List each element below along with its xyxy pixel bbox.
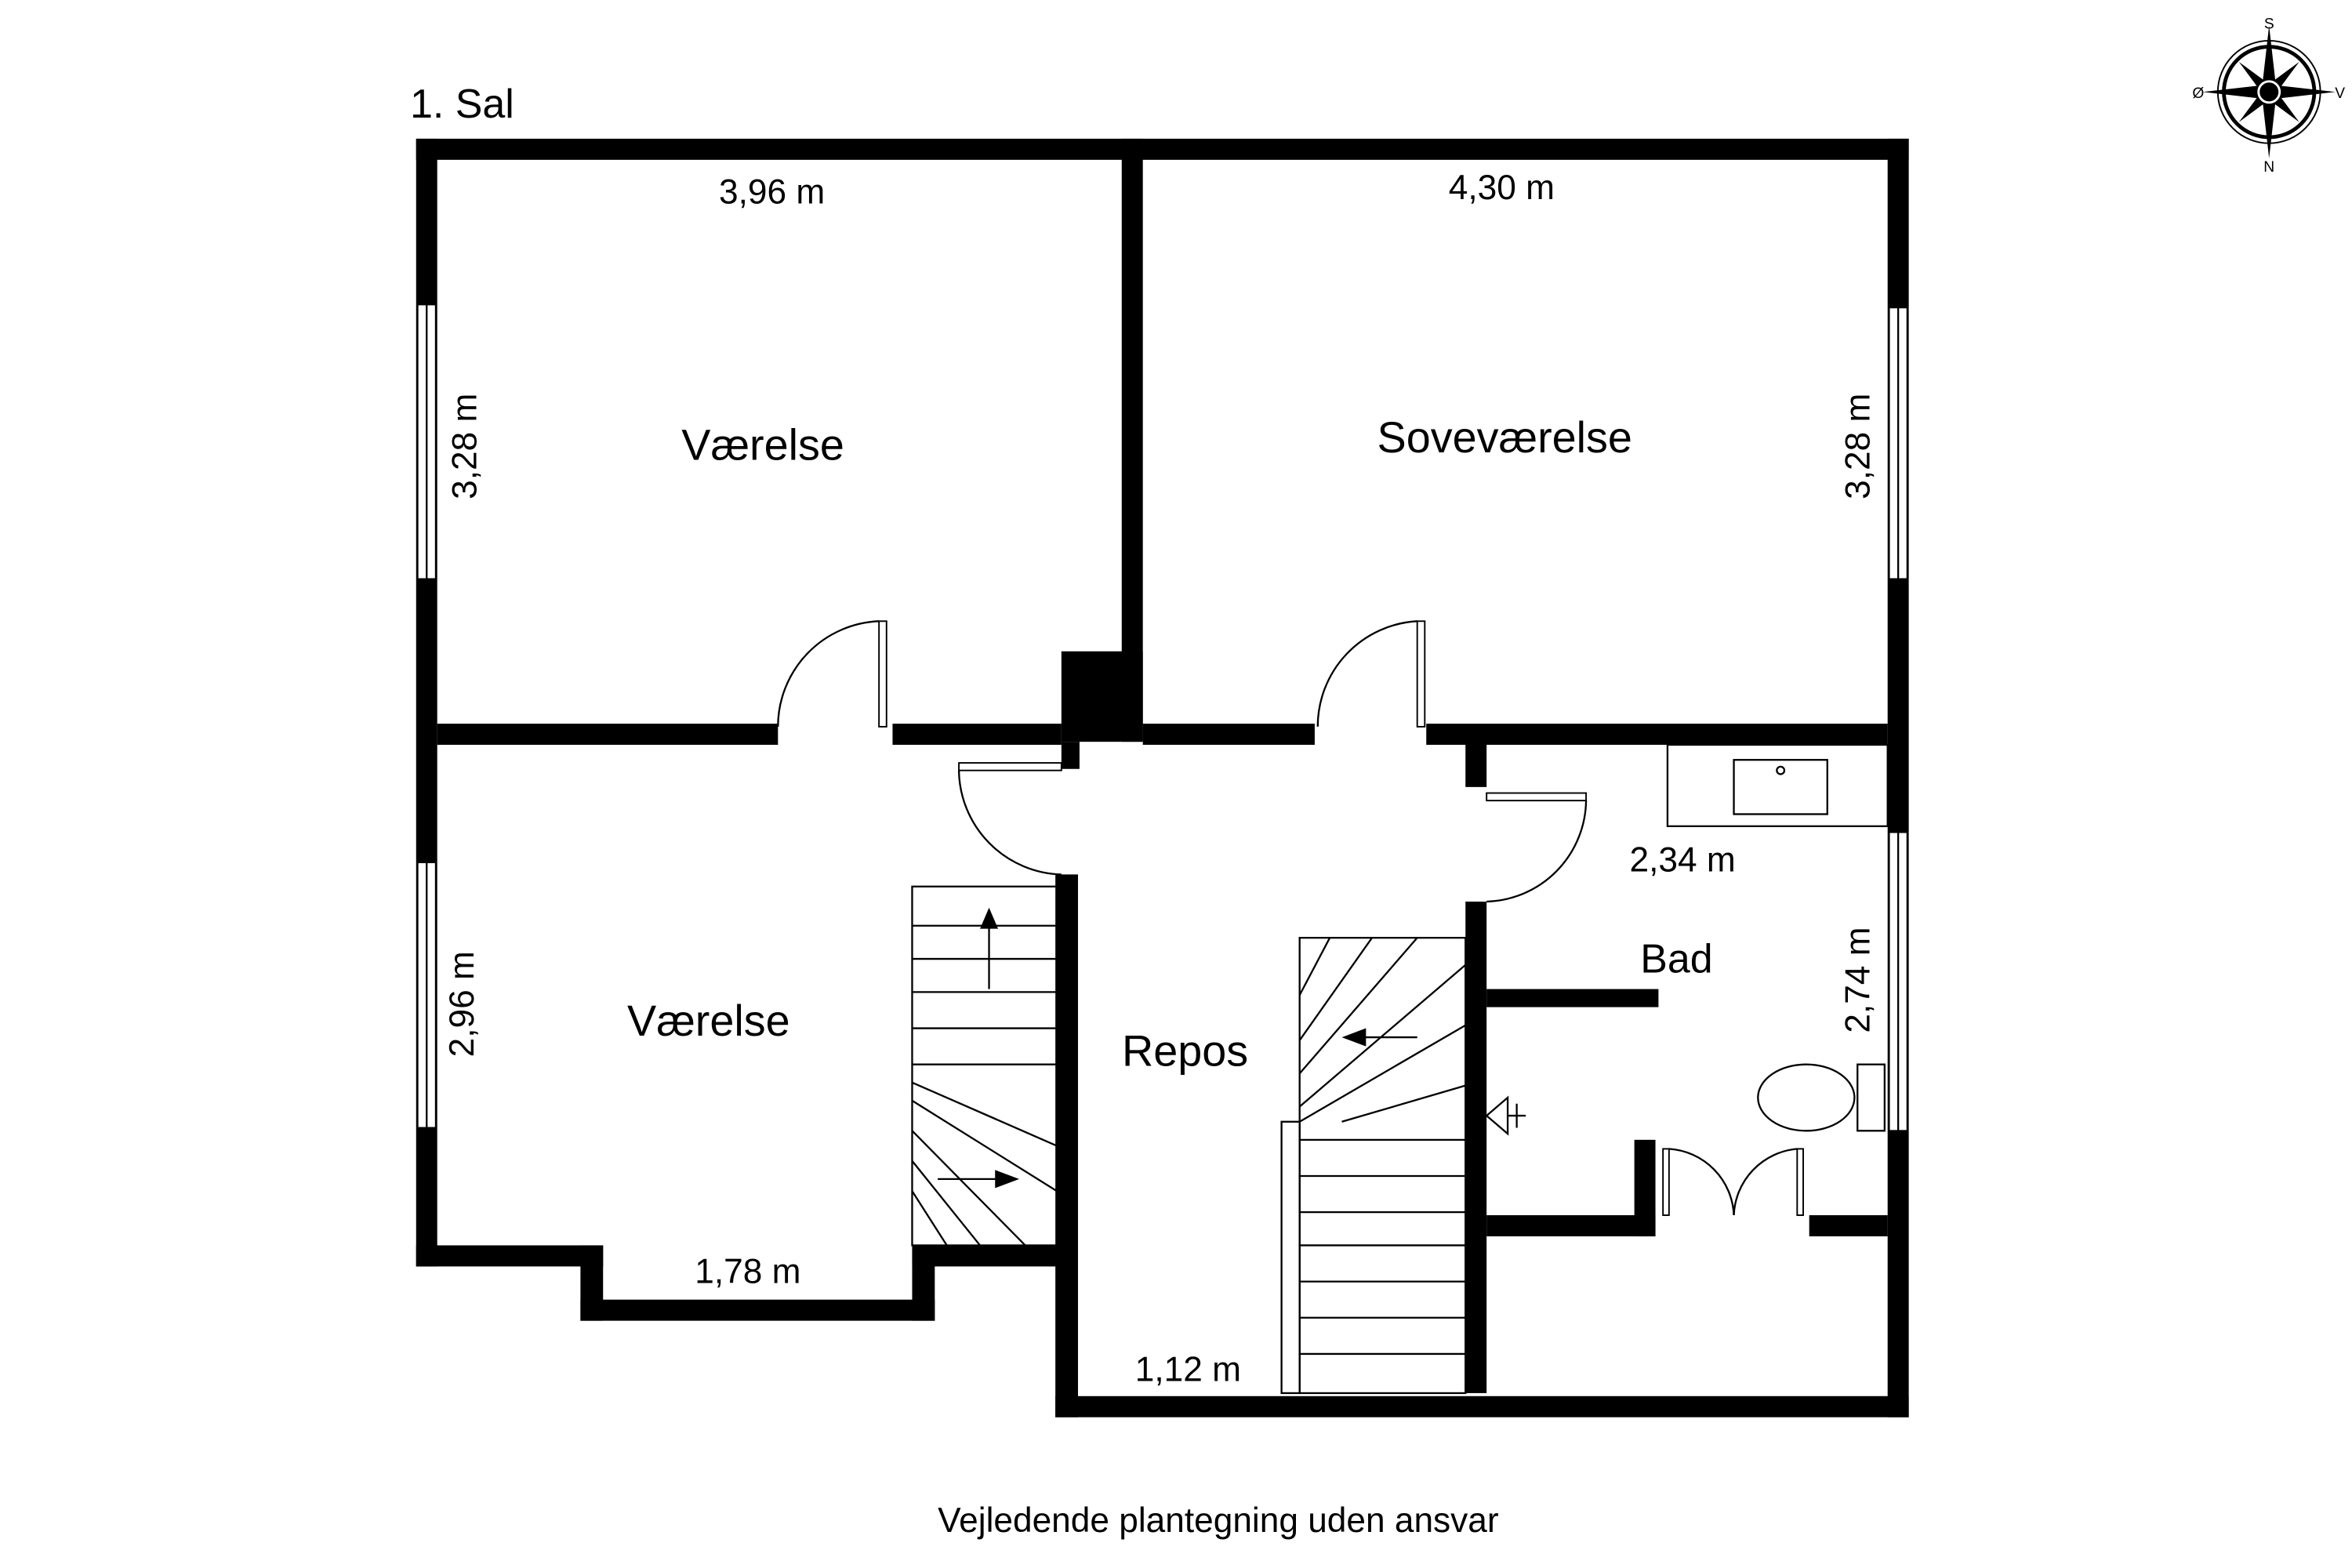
room-dimension: 2,34 m [1630, 841, 1736, 880]
room-dimension: 3,28 m [446, 394, 485, 499]
doors [777, 620, 1804, 1216]
room-name: Værelse [627, 996, 790, 1045]
compass-north: N [2263, 159, 2274, 176]
windows [416, 303, 1908, 1132]
floor-title: 1. Sal [410, 82, 514, 127]
room-dimension: 3,28 m [1839, 394, 1878, 499]
compass-east: Ø [2192, 85, 2204, 102]
room-dimension: 2,74 m [1839, 927, 1878, 1033]
room-name: Bad [1640, 936, 1712, 982]
walls [416, 138, 1909, 1417]
stairs-left [911, 885, 1058, 1247]
room-dimension: 1,78 m [695, 1253, 800, 1291]
sink-icon [1733, 759, 1828, 815]
bathroom-fixtures [1485, 743, 1889, 1136]
shower-icon [1485, 1095, 1526, 1136]
room-dimension: 1,12 m [1135, 1351, 1241, 1389]
compass-rose-icon: S N Ø V [2192, 16, 2345, 176]
room-name: Værelse [681, 421, 844, 470]
disclaimer: Vejledende plantegning uden ansvar [938, 1501, 1498, 1540]
room-labels: Værelse 3,96 m 3,28 m Soveværelse 4,30 m… [443, 169, 1878, 1389]
compass-west: V [2335, 85, 2345, 102]
stairs-right [1280, 937, 1467, 1395]
compass-south: S [2264, 16, 2274, 33]
toilet-icon [1757, 1063, 1856, 1132]
room-name: Repos [1122, 1027, 1248, 1076]
room-dimension: 2,96 m [443, 951, 481, 1057]
room-name: Soveværelse [1377, 413, 1632, 462]
room-dimension: 4,30 m [1449, 169, 1555, 207]
room-dimension: 3,96 m [719, 173, 825, 212]
